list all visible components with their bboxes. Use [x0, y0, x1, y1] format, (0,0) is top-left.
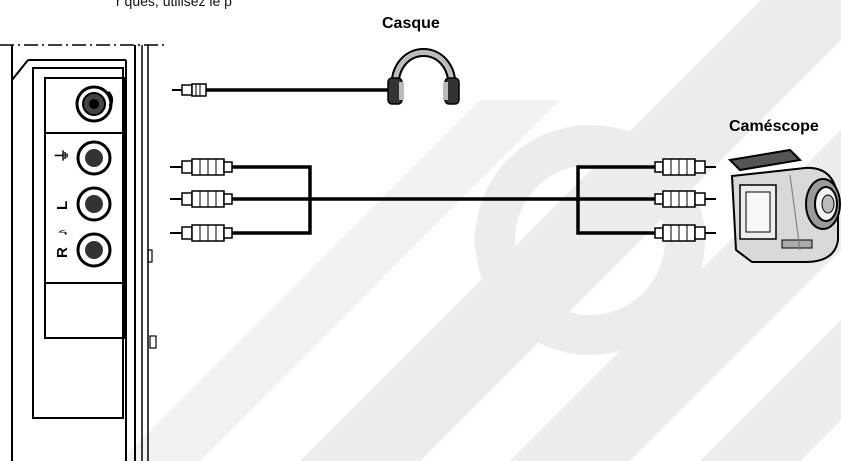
video-jack-marking: ⏚	[54, 148, 71, 163]
right-audio-marking: R	[54, 247, 71, 258]
left-rca-plugs	[170, 158, 233, 242]
rca-plug-icon	[170, 190, 233, 208]
panel-jacks	[76, 140, 112, 268]
left-audio-marking: L	[54, 201, 71, 210]
right-rca-plugs	[654, 158, 716, 242]
headphone-cable	[172, 83, 390, 97]
caption-fragment: r ques, utilisez le p	[116, 0, 232, 9]
tv-side-panel	[0, 44, 165, 461]
rca-plug-icon	[654, 190, 716, 208]
headphone-jack-icon	[75, 85, 114, 123]
headphones-icon	[387, 48, 460, 105]
rca-plug-icon	[654, 224, 716, 242]
av-cable	[232, 165, 655, 235]
camcorder-icon	[727, 148, 841, 263]
camcorder-label: Caméscope	[729, 118, 819, 135]
audio-symbol-marking: ♪	[54, 229, 71, 237]
rca-plug-icon	[170, 158, 233, 176]
rca-plug-icon	[654, 158, 716, 176]
headphones-label: Casque	[382, 15, 440, 32]
rca-plug-icon	[170, 224, 233, 242]
